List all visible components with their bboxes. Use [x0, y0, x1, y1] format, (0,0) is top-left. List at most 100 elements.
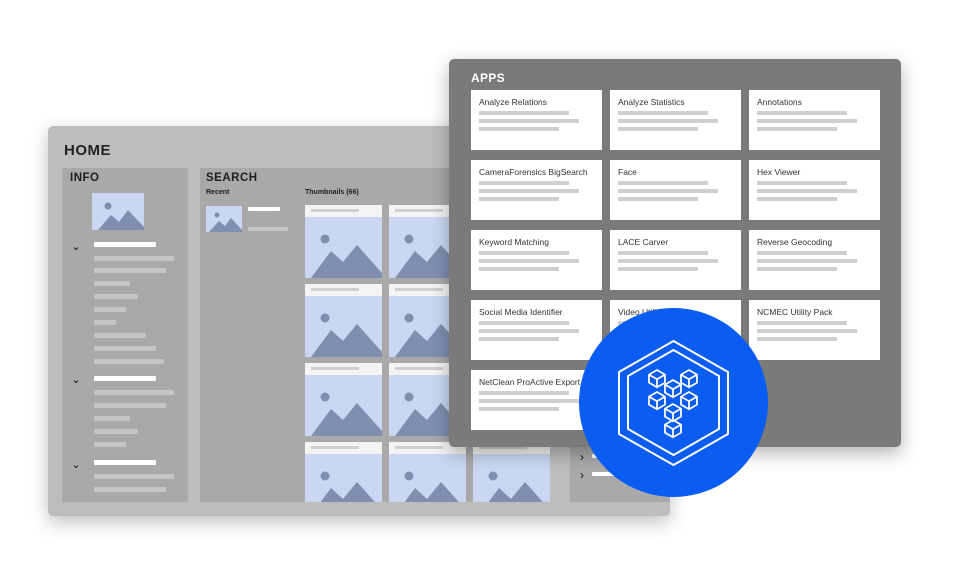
app-description-line	[618, 119, 718, 123]
info-line	[94, 487, 166, 492]
cube-edge	[664, 407, 682, 415]
app-name: Annotations	[757, 97, 802, 107]
app-name: Analyze Statistics	[618, 97, 685, 107]
cube-edge	[680, 395, 698, 403]
app-description-line	[757, 337, 837, 341]
image-placeholder-icon	[305, 454, 382, 502]
section-header-bar[interactable]	[94, 242, 156, 247]
app-description-line	[618, 251, 708, 255]
info-line	[94, 256, 174, 261]
app-description-line	[479, 391, 569, 395]
app-description-line	[479, 321, 569, 325]
chevron-right-icon[interactable]: ›	[580, 450, 584, 464]
thumbnail-title	[311, 209, 359, 212]
app-name: CameraForensics BigSearch	[479, 167, 588, 177]
thumbnail-card[interactable]	[305, 205, 382, 278]
app-name: Keyword Matching	[479, 237, 549, 247]
image-placeholder-icon	[473, 454, 550, 502]
thumbnail-card[interactable]	[389, 442, 466, 502]
app-card[interactable]: LACE Carver	[610, 230, 741, 290]
app-description-line	[479, 329, 579, 333]
app-description-line	[757, 181, 847, 185]
home-title: HOME	[64, 142, 111, 159]
hexagon-cubes-logo-icon	[579, 308, 768, 497]
app-card[interactable]: Analyze Relations	[471, 90, 602, 150]
cube-edge	[680, 373, 698, 381]
info-line	[94, 346, 156, 351]
thumbnails-label: Thumbnails (66)	[305, 189, 359, 196]
app-description-line	[757, 267, 837, 271]
section-header-bar[interactable]	[94, 376, 156, 381]
info-line	[94, 307, 126, 312]
app-card[interactable]: Face	[610, 160, 741, 220]
app-description-line	[618, 267, 698, 271]
chevron-right-icon[interactable]: ›	[580, 468, 584, 482]
app-description-line	[618, 197, 698, 201]
app-description-line	[757, 197, 837, 201]
app-description-line	[757, 329, 857, 333]
recent-item-meta	[248, 227, 288, 231]
app-description-line	[618, 181, 708, 185]
chevron-down-icon[interactable]: ⌄	[71, 459, 81, 471]
app-description-line	[757, 259, 857, 263]
thumbnail-title	[395, 209, 443, 212]
app-description-line	[618, 111, 708, 115]
app-description-line	[757, 321, 847, 325]
app-description-line	[479, 189, 579, 193]
chevron-down-icon[interactable]: ⌄	[71, 374, 81, 386]
app-card[interactable]: Hex Viewer	[749, 160, 880, 220]
app-description-line	[757, 111, 847, 115]
app-name: Face	[618, 167, 637, 177]
app-description-line	[757, 119, 857, 123]
app-name: Hex Viewer	[757, 167, 801, 177]
apps-title: APPS	[471, 71, 505, 85]
info-line	[94, 474, 174, 479]
info-line	[94, 403, 166, 408]
app-card[interactable]: Social Media Identifier	[471, 300, 602, 360]
thumbnail-title	[311, 446, 359, 449]
recent-label: Recent	[206, 189, 230, 196]
app-description-line	[757, 127, 837, 131]
app-description-line	[479, 127, 559, 131]
thumbnail-card[interactable]	[473, 442, 550, 502]
cube-edge	[664, 423, 682, 431]
section-header-bar[interactable]	[94, 460, 156, 465]
thumbnail-title	[395, 288, 443, 291]
info-line	[94, 416, 130, 421]
info-line	[94, 320, 116, 325]
cube-edge	[648, 395, 666, 403]
app-description-line	[479, 181, 569, 185]
app-description-line	[479, 111, 569, 115]
thumbnail-title	[395, 367, 443, 370]
app-description-line	[479, 259, 579, 263]
thumbnail-card[interactable]	[305, 442, 382, 502]
info-panel: INFO ⌄ ⌄ ⌄	[62, 168, 188, 502]
app-description-line	[479, 197, 559, 201]
app-card[interactable]: Annotations	[749, 90, 880, 150]
app-name: Analyze Relations	[479, 97, 548, 107]
thumbnail-title	[395, 446, 443, 449]
app-card[interactable]: NCMEC Utility Pack	[749, 300, 880, 360]
info-line	[94, 359, 164, 364]
app-description-line	[757, 251, 847, 255]
thumbnail-card[interactable]	[305, 363, 382, 436]
app-card[interactable]: Analyze Statistics	[610, 90, 741, 150]
thumbnail-title	[311, 288, 359, 291]
app-card[interactable]: Reverse Geocoding	[749, 230, 880, 290]
app-description-line	[479, 399, 579, 403]
app-card[interactable]: CameraForensics BigSearch	[471, 160, 602, 220]
recent-item-title	[248, 207, 280, 211]
thumbnail-card[interactable]	[305, 284, 382, 357]
info-line	[94, 268, 166, 273]
app-description-line	[618, 189, 718, 193]
cube-edge	[664, 383, 682, 391]
chevron-down-icon[interactable]: ⌄	[71, 241, 81, 253]
image-placeholder-icon	[305, 217, 382, 278]
thumbnail-title	[311, 367, 359, 370]
recent-image-icon[interactable]	[206, 206, 242, 232]
app-card[interactable]: Keyword Matching	[471, 230, 602, 290]
image-placeholder-icon	[305, 375, 382, 436]
info-line	[94, 333, 146, 338]
app-description-line	[479, 407, 559, 411]
app-name: LACE Carver	[618, 237, 669, 247]
